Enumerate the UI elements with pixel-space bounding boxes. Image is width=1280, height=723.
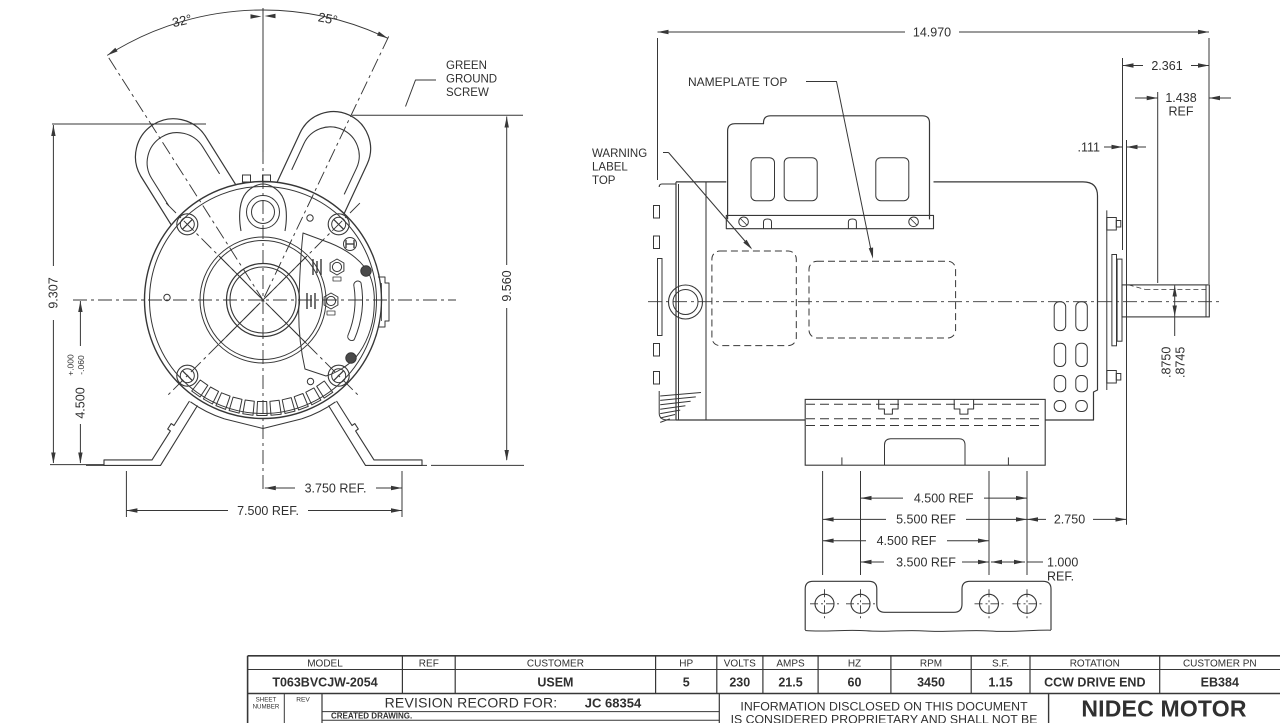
svg-text:-.060: -.060 xyxy=(76,355,86,375)
svg-text:230: 230 xyxy=(729,676,750,690)
svg-text:USEM: USEM xyxy=(537,676,573,690)
svg-text:GROUND: GROUND xyxy=(446,74,497,86)
svg-text:3450: 3450 xyxy=(917,676,945,690)
svg-text:CCW DRIVE END: CCW DRIVE END xyxy=(1044,676,1145,690)
svg-text:EB384: EB384 xyxy=(1201,676,1239,690)
svg-text:REF: REF xyxy=(1169,105,1194,119)
svg-text:REF.: REF. xyxy=(1047,569,1074,583)
svg-text:CREATED DRAWING.: CREATED DRAWING. xyxy=(331,712,412,721)
svg-text:9.307: 9.307 xyxy=(47,277,61,308)
svg-text:4.500: 4.500 xyxy=(74,387,88,418)
svg-text:9.560: 9.560 xyxy=(500,270,514,301)
svg-text:.8745: .8745 xyxy=(1174,347,1188,378)
svg-text:5.500 REF: 5.500 REF xyxy=(896,513,956,527)
svg-text:INFORMATION DISCLOSED ON THIS: INFORMATION DISCLOSED ON THIS DOCUMENT xyxy=(740,700,1028,714)
svg-text:REV: REV xyxy=(296,697,310,704)
svg-text:14.970: 14.970 xyxy=(913,25,951,39)
svg-text:GREEN: GREEN xyxy=(446,60,487,72)
svg-text:7.500 REF.: 7.500 REF. xyxy=(237,504,299,518)
svg-text:25°: 25° xyxy=(317,9,339,27)
svg-text:NUMBER: NUMBER xyxy=(253,704,280,711)
svg-text:2.361: 2.361 xyxy=(1151,59,1182,73)
svg-text:IS CONSIDERED PROPRIETARY AND: IS CONSIDERED PROPRIETARY AND SHALL NOT … xyxy=(731,713,1038,723)
svg-text:CUSTOMER: CUSTOMER xyxy=(527,659,584,670)
svg-text:CUSTOMER PN: CUSTOMER PN xyxy=(1183,659,1257,670)
svg-text:MODEL: MODEL xyxy=(307,659,343,670)
svg-text:+.000: +.000 xyxy=(66,354,76,376)
svg-text:3.500 REF: 3.500 REF xyxy=(896,555,956,569)
svg-text:JC 68354: JC 68354 xyxy=(585,696,642,711)
svg-text:5: 5 xyxy=(683,676,690,690)
svg-text:SCREW: SCREW xyxy=(446,87,489,99)
svg-text:3.750 REF.: 3.750 REF. xyxy=(305,481,367,495)
svg-text:VOLTS: VOLTS xyxy=(724,659,756,670)
svg-text:NIDEC MOTOR: NIDEC MOTOR xyxy=(1081,696,1247,722)
svg-text:4.500 REF: 4.500 REF xyxy=(914,491,974,505)
svg-text:REVISION RECORD FOR:: REVISION RECORD FOR: xyxy=(385,695,558,711)
svg-text:32°: 32° xyxy=(171,11,194,30)
svg-text:RPM: RPM xyxy=(920,659,942,670)
svg-text:4.500 REF: 4.500 REF xyxy=(877,534,937,548)
svg-text:REF: REF xyxy=(419,659,439,670)
svg-text:T063BVCJW-2054: T063BVCJW-2054 xyxy=(272,676,377,690)
svg-text:SHEET: SHEET xyxy=(256,697,277,704)
svg-text:60: 60 xyxy=(848,676,862,690)
svg-text:.111: .111 xyxy=(1078,140,1101,154)
svg-text:S.F.: S.F. xyxy=(992,659,1009,670)
svg-text:LABEL: LABEL xyxy=(592,162,628,174)
svg-text:HP: HP xyxy=(679,659,693,670)
svg-text:TOP: TOP xyxy=(592,175,616,187)
svg-text:NAMEPLATE TOP: NAMEPLATE TOP xyxy=(688,75,787,89)
svg-text:1.15: 1.15 xyxy=(988,676,1012,690)
svg-text:AMPS: AMPS xyxy=(776,659,805,670)
svg-text:1.438: 1.438 xyxy=(1165,91,1196,105)
svg-text:WARNING: WARNING xyxy=(592,148,647,160)
svg-text:21.5: 21.5 xyxy=(778,676,802,690)
svg-text:HZ: HZ xyxy=(848,659,861,670)
svg-text:2.750: 2.750 xyxy=(1054,513,1085,527)
svg-text:.8750: .8750 xyxy=(1160,347,1174,378)
svg-text:1.000: 1.000 xyxy=(1047,555,1078,569)
svg-text:ROTATION: ROTATION xyxy=(1070,659,1120,670)
